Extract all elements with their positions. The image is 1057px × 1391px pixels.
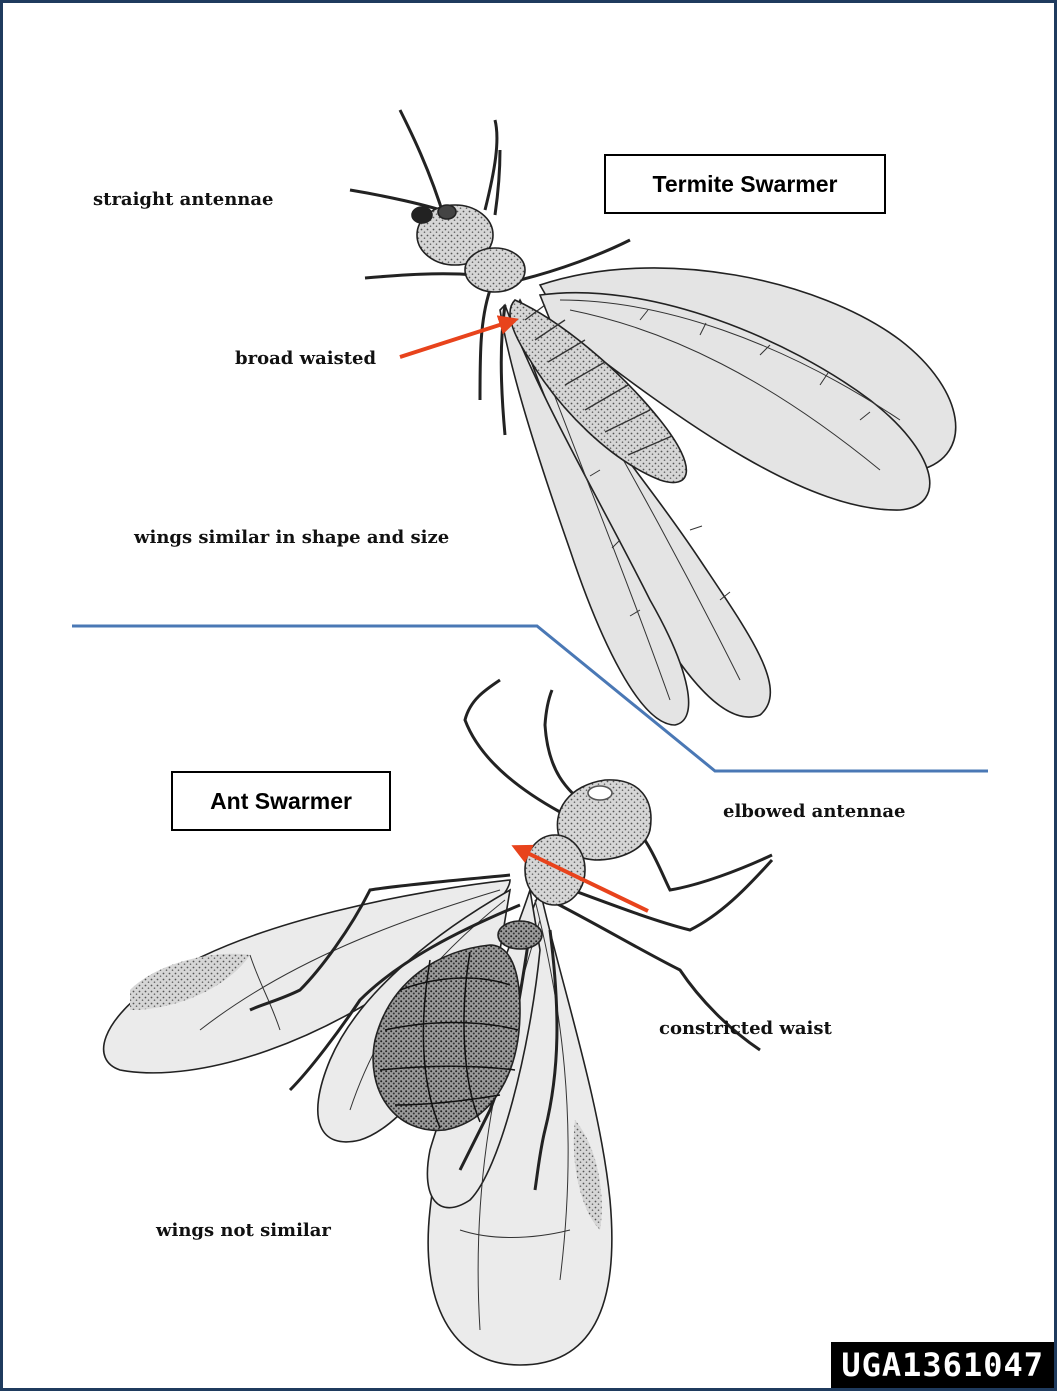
ant-thorax (525, 835, 585, 905)
straight-antennae-label: straight antennae (93, 189, 274, 210)
ant-title-box: Ant Swarmer (171, 771, 391, 831)
elbowed-antennae-label: elbowed antennae (723, 801, 906, 822)
termite-title-box: Termite Swarmer (604, 154, 886, 214)
divider-line (72, 626, 988, 771)
broad-waisted-arrow (400, 320, 515, 357)
broad-waisted-label: broad waisted (235, 348, 376, 369)
wings-similar-label: wings similar in shape and size (134, 527, 449, 548)
ant-petiole (498, 921, 542, 949)
termite-antennae (350, 110, 500, 220)
constricted-waist-label: constricted waist (659, 1018, 832, 1039)
wings-not-similar-label: wings not similar (156, 1220, 331, 1241)
ant-wings (104, 880, 612, 1365)
catalog-number-badge: UGA1361047 (831, 1342, 1054, 1388)
termite-thorax (465, 248, 525, 292)
